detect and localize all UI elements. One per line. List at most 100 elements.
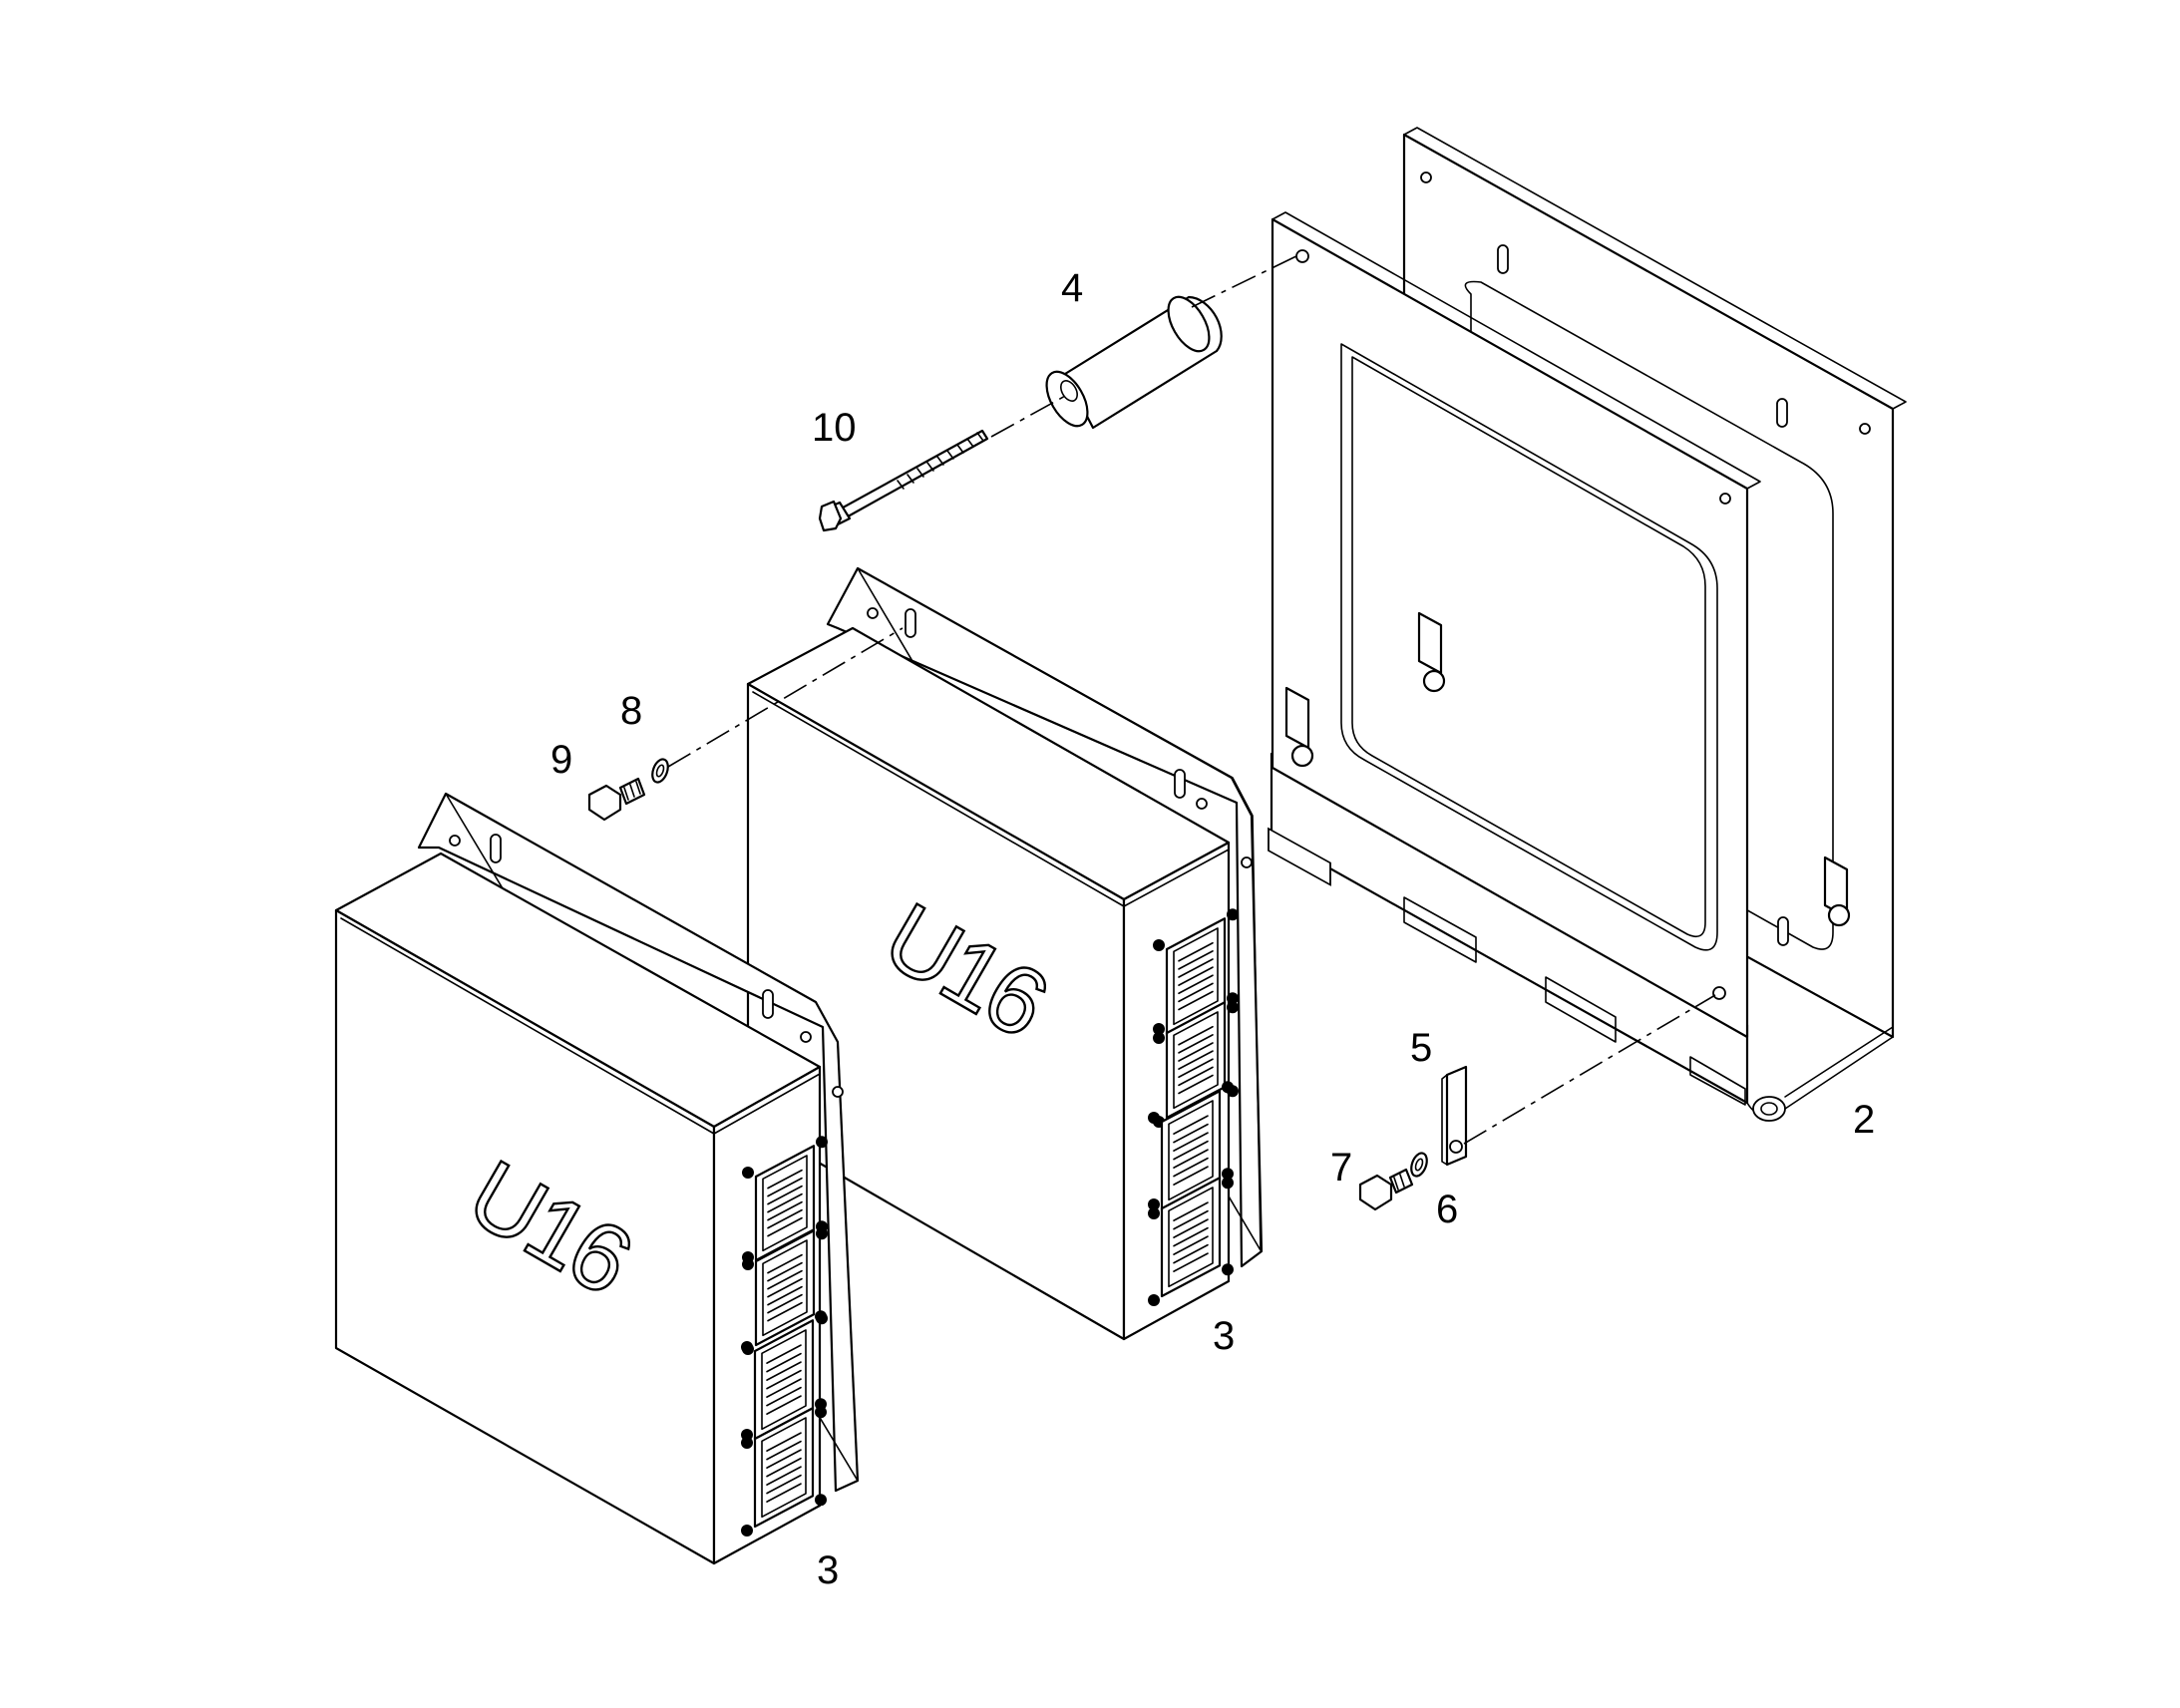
screw-lower <box>1358 1168 1414 1211</box>
connector-front-2-inner <box>762 1239 808 1337</box>
connector-rear-3-inner <box>1168 1100 1214 1201</box>
connector-front-3-screw <box>741 1341 753 1353</box>
washer-upper <box>651 758 669 784</box>
connector-rear-1-screw <box>1227 908 1239 921</box>
connector-front-4-screw <box>741 1525 753 1537</box>
connector-front-3-screw <box>815 1310 827 1323</box>
connector-rear-4-pin-row <box>1173 1201 1209 1221</box>
connector-front-4-pin-row <box>766 1457 802 1478</box>
spacer-cylinder <box>1045 295 1223 430</box>
connector-front-1-pin-row <box>767 1208 803 1229</box>
callout-control-unit-rear: 3 <box>1213 1314 1235 1358</box>
connector-rear-2-pin-row <box>1178 1042 1214 1062</box>
clip <box>1441 1065 1468 1167</box>
connector-rear-1-pin-row <box>1178 982 1214 1003</box>
connector-front-1-screw <box>742 1167 754 1179</box>
connector-rear-1-screw <box>1153 1032 1165 1044</box>
connector-rear-1-pin-row <box>1178 974 1214 995</box>
connector-front-4-screw <box>815 1494 827 1507</box>
connector-front-3-pin-row <box>766 1395 802 1415</box>
connector-rear-4-inner <box>1168 1187 1214 1288</box>
connector-front-4-screw <box>741 1429 753 1441</box>
connector-front-1-pin-row <box>767 1169 803 1190</box>
connector-rear-1-pin-row <box>1178 950 1214 970</box>
callout-clip: 5 <box>1410 1026 1432 1070</box>
connector-rear-2-pin-row <box>1178 1034 1214 1054</box>
mounting-frame <box>1268 127 1907 1122</box>
connector-rear-2-screw <box>1227 992 1239 1005</box>
connector-rear-3-pin-row <box>1173 1166 1209 1186</box>
connector-rear-4-pin-row <box>1173 1209 1209 1230</box>
connector-rear-1-screw <box>1227 1001 1239 1014</box>
connector-front-4-pin-row <box>766 1449 802 1469</box>
connector-front-1-pin-row <box>767 1185 803 1205</box>
connector-front-3-pin-row <box>766 1361 802 1381</box>
assembly-axis-lines <box>667 253 1716 1145</box>
connector-front-2-pin-row <box>767 1269 803 1290</box>
connector-front-4-pin-row <box>766 1432 802 1452</box>
connector-rear-1-pin-row <box>1178 990 1214 1011</box>
connector-rear-1-inner <box>1173 927 1219 1026</box>
connector-front-2-pin-row <box>767 1261 803 1282</box>
connector-front-3-pin-row <box>766 1378 802 1398</box>
connector-front-1-inner <box>762 1155 808 1252</box>
frame-tab-left <box>1284 611 1851 927</box>
connector-front-4-screw <box>815 1398 827 1411</box>
callout-frame: 2 <box>1853 1098 1875 1142</box>
connector-front-1-screw <box>816 1136 828 1149</box>
connector-front-2-screw <box>816 1220 828 1233</box>
connector-front-4-inner <box>761 1417 807 1519</box>
connector-front-1-pin-row <box>767 1177 803 1197</box>
callout-control-unit-front: 3 <box>817 1548 839 1592</box>
connector-front-2-pin-row <box>767 1293 803 1314</box>
callout-screw-upper: 9 <box>550 738 572 782</box>
long-bolt <box>818 429 989 532</box>
connector-front-2-pin-row <box>767 1253 803 1274</box>
connector-rear-2-pin-row <box>1178 1074 1214 1095</box>
connector-rear-4-screw <box>1222 1168 1234 1181</box>
connector-rear-2-inner <box>1173 1011 1219 1110</box>
connector-rear-4-screw <box>1148 1198 1160 1210</box>
connector-front-3-pin-row <box>766 1344 802 1364</box>
connector-front-1-pin-row <box>767 1200 803 1221</box>
connector-front-1-pin-row <box>767 1216 803 1237</box>
washer-lower <box>1410 1152 1428 1178</box>
connector-front-3-pin-row <box>766 1352 802 1373</box>
callout-long-bolt: 10 <box>812 406 857 450</box>
connector-front-2-pin-row <box>767 1277 803 1298</box>
connector-rear-3-pin-row <box>1173 1132 1209 1152</box>
callout-spacer: 4 <box>1061 266 1083 310</box>
connector-rear-4-pin-row <box>1173 1235 1209 1255</box>
connector-front-4-pin-row <box>766 1466 802 1486</box>
connector-rear-1-screw <box>1153 939 1165 951</box>
connector-front-3-inner <box>761 1329 807 1431</box>
connector-front-4-pin-row <box>766 1483 802 1503</box>
connector-rear-4-pin-row <box>1173 1243 1209 1264</box>
callout-washer-upper: 8 <box>620 689 642 733</box>
connector-rear-3-pin-row <box>1173 1115 1209 1135</box>
connector-rear-4-pin-row <box>1173 1226 1209 1247</box>
connector-rear-1-pin-row <box>1178 941 1214 962</box>
connector-rear-2-pin-row <box>1178 1025 1214 1046</box>
connector-rear-3-pin-row <box>1173 1149 1209 1169</box>
connector-front-3-pin-row <box>766 1369 802 1390</box>
callout-washer-lower: 6 <box>1436 1188 1458 1231</box>
connector-rear-4-screw <box>1222 1263 1234 1276</box>
screw-upper <box>587 777 646 822</box>
connector-front-1-pin-row <box>767 1193 803 1213</box>
connector-groups <box>741 908 1239 1537</box>
connector-rear-3-pin-row <box>1173 1157 1209 1178</box>
connector-rear-1-pin-row <box>1178 966 1214 986</box>
connector-rear-2-pin-row <box>1178 1058 1214 1079</box>
connector-rear-2-pin-row <box>1178 1050 1214 1070</box>
connector-front-3-pin-row <box>766 1386 802 1407</box>
connector-front-2-pin-row <box>767 1301 803 1322</box>
connector-rear-3-screw <box>1148 1112 1160 1124</box>
connector-rear-3-screw <box>1222 1081 1234 1094</box>
connector-rear-3-screw <box>1148 1207 1160 1219</box>
connector-rear-2-pin-row <box>1178 1066 1214 1087</box>
connector-rear-3-pin-row <box>1173 1140 1209 1161</box>
connector-rear-4-pin-row <box>1173 1218 1209 1238</box>
connector-front-2-pin-row <box>767 1285 803 1306</box>
